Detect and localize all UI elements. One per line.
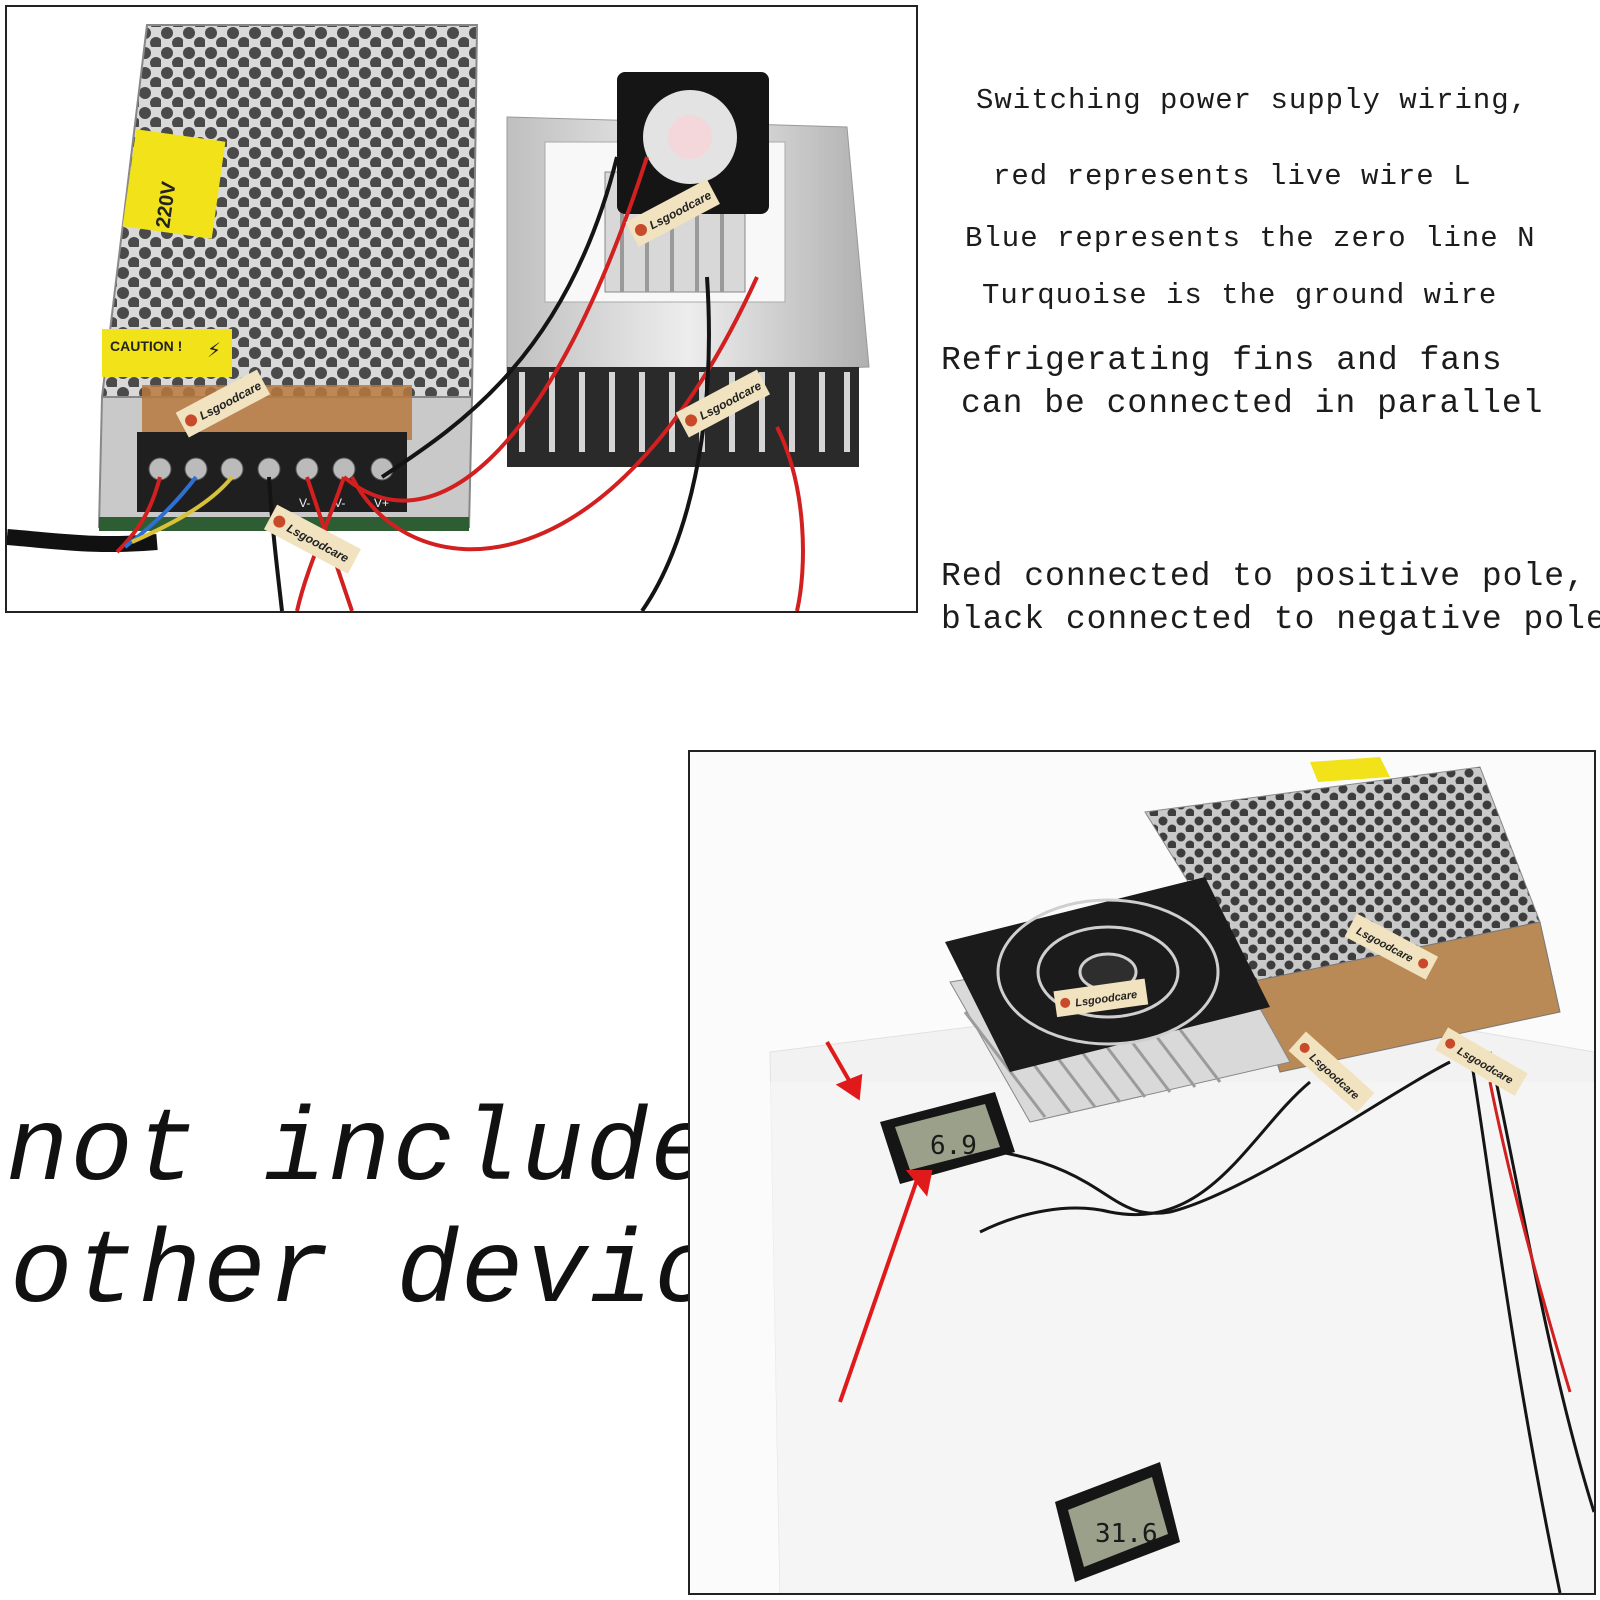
wires [7, 156, 805, 611]
wires [979, 1051, 1594, 1593]
caption-polarity-line-1: Red connected to positive pole, [941, 558, 1586, 595]
indicator-arrows [825, 1041, 933, 1403]
peltier-cooling-module [506, 72, 870, 467]
svg-text:31.6: 31.6 [1095, 1519, 1158, 1549]
top-photo-illustration: 220V CAUTION ! ⚡ V- V- V+ [7, 7, 916, 611]
caption-live-wire: red represents live wire L [993, 160, 1472, 193]
caption-ground-wire: Turquoise is the ground wire [982, 279, 1498, 312]
caption-parallel-line-2: can be connected in parallel [961, 385, 1544, 422]
caution-label: CAUTION ! ⚡ [102, 329, 232, 377]
svg-text:CAUTION !: CAUTION ! [110, 338, 182, 354]
bottom-photo-illustration: 6.9 31.6 Lsgoodcare Lsgoodcare [690, 752, 1594, 1593]
brand-tag: Lsgoodcare [1053, 978, 1149, 1018]
notice-line-1: not include [6, 1093, 715, 1211]
svg-text:6.9: 6.9 [930, 1131, 977, 1161]
notice-line-2: other device [10, 1215, 783, 1333]
digital-thermometer-lower: 31.6 [1055, 1462, 1180, 1582]
top-wiring-photo: 220V CAUTION ! ⚡ V- V- V+ [5, 5, 918, 613]
terminal-label: V- [334, 496, 345, 510]
caption-neutral-wire: Blue represents the zero line N [965, 222, 1536, 255]
caption-power-supply-wiring: Switching power supply wiring, [976, 84, 1529, 117]
large-cooling-fan [945, 877, 1291, 1123]
switching-power-supply [1144, 757, 1561, 1073]
voltage-warning-label: 220V [122, 129, 226, 239]
svg-text:⚡: ⚡ [207, 338, 221, 362]
bottom-cooler-photo: 6.9 31.6 Lsgoodcare Lsgoodcare [688, 750, 1596, 1595]
switching-power-supply [97, 24, 479, 531]
caption-parallel-line-1: Refrigerating fins and fans [941, 342, 1503, 379]
terminal-label: V- [299, 496, 310, 510]
digital-thermometer-upper: 6.9 [880, 1092, 1015, 1184]
caption-polarity-line-2: black connected to negative pole [941, 601, 1600, 638]
